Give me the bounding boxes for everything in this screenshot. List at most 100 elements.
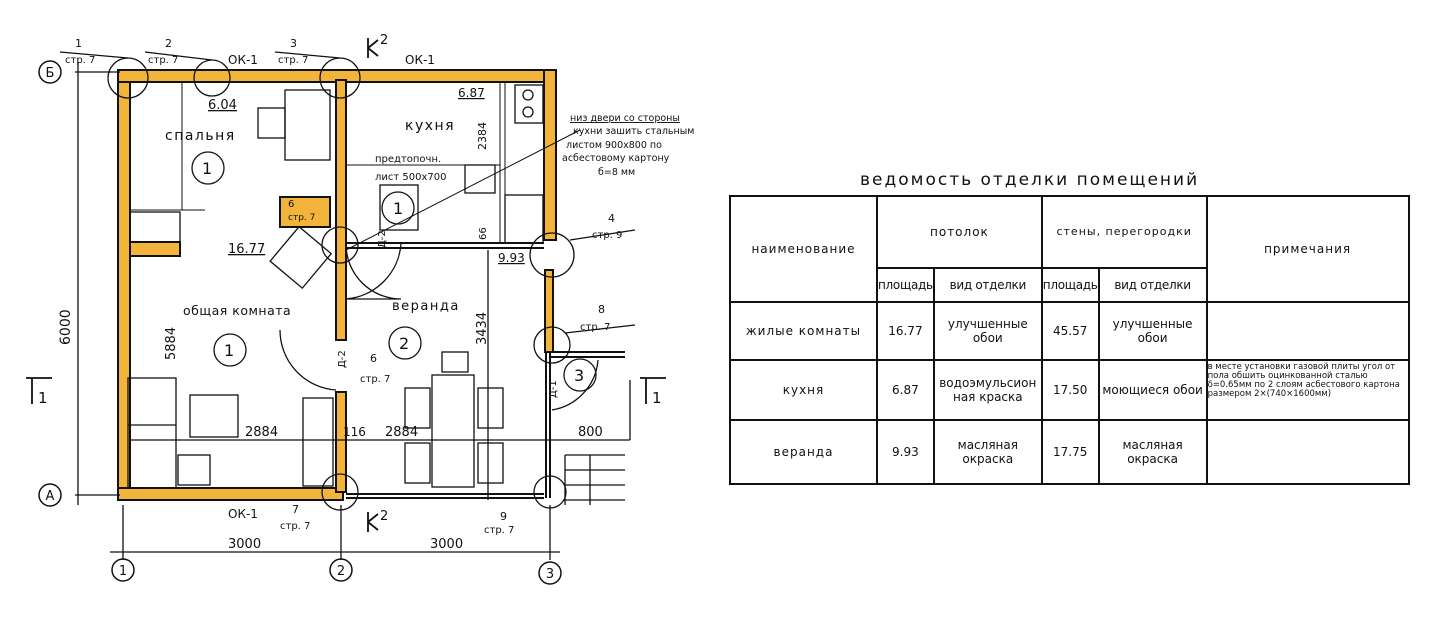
kitchen-table — [379, 184, 419, 231]
door-kitchen — [345, 243, 402, 300]
callout-6a-num: 6 — [288, 199, 294, 210]
callout-7-num: 7 — [292, 503, 299, 516]
table-row: веранда 9.93 масляная окраска 17.75 масл… — [729, 419, 1410, 485]
row-walls-finish: улучшенные обои — [1097, 301, 1208, 361]
header-ceiling-finish: вид отделки — [932, 267, 1043, 303]
callout-2-num: 2 — [165, 37, 172, 50]
stove-note-1: предтопочн. — [375, 154, 441, 165]
dim-common-height: 5884 — [164, 327, 179, 360]
callout-8-num: 8 — [598, 303, 605, 316]
room-number-kitchen: 1 — [393, 199, 403, 218]
header-walls-finish: вид отделки — [1097, 267, 1208, 303]
header-walls: стены, перегородки — [1040, 195, 1208, 269]
callout-9-ref: стр. 7 — [484, 525, 514, 536]
kitchen-note-2: кухни зашить стальным — [573, 126, 694, 137]
armchair — [269, 225, 333, 290]
wall-center — [335, 79, 347, 341]
wall-right-mid — [544, 269, 554, 353]
axis-label-2: 2 — [337, 564, 345, 579]
room-number-veranda: 2 — [399, 334, 409, 353]
dim-total-height: 6000 — [58, 309, 74, 345]
section-arrows — [26, 38, 666, 532]
row-ceiling-finish: водоэмульсион ная краска — [932, 359, 1043, 421]
grid-axes — [38, 60, 562, 585]
callout-9-num: 9 — [500, 510, 507, 523]
furniture — [127, 84, 625, 505]
dim-width-right: 2884 — [385, 425, 418, 440]
veranda-table — [431, 374, 475, 488]
row-name: веранда — [729, 419, 878, 485]
dim-right-span: 3000 — [430, 537, 463, 552]
room-area-veranda: 9.93 — [498, 251, 525, 265]
dim-kitchen-height: 2384 — [476, 122, 489, 150]
door-swings — [279, 129, 599, 411]
wall-right-upper — [543, 69, 557, 241]
stove-note-2: лист 500х700 — [375, 172, 446, 183]
row-walls-area: 17.50 — [1040, 359, 1100, 421]
row-name: кухня — [729, 359, 878, 421]
dim-partition: 116 — [343, 425, 366, 439]
dim-partition2: 66 — [478, 227, 489, 240]
door-label-3: Д-1 — [548, 380, 559, 398]
dim-width-left: 2884 — [245, 425, 278, 440]
row-name: жилые комнаты — [729, 301, 878, 361]
row-note — [1205, 301, 1410, 361]
section-mark-top: 2 — [380, 33, 388, 48]
axis-bubble-b — [38, 60, 62, 84]
row-walls-finish: масляная окраска — [1097, 419, 1208, 485]
callout-6b-ref: стр. 7 — [360, 374, 390, 385]
dimension-lines — [75, 62, 631, 560]
axis-label-3: 3 — [546, 567, 554, 582]
callout-4-num: 4 — [608, 212, 615, 225]
kitchen-note-4: асбестовому картону — [562, 153, 670, 164]
door-porch — [551, 359, 599, 411]
row-ceiling-area: 16.77 — [876, 301, 935, 361]
room-name-bedroom: спальня — [165, 128, 236, 144]
callout-circles — [59, 51, 636, 511]
row-walls-area: 45.57 — [1040, 301, 1100, 361]
row-ceiling-finish: масляная окраска — [932, 419, 1043, 485]
callout-6a-ref: стр. 7 — [288, 213, 315, 223]
callout-1-ref: стр. 7 — [65, 55, 95, 66]
callout-3-num: 3 — [290, 37, 297, 50]
table-title: ведомость отделки помещений — [860, 170, 1200, 190]
room-name-common: общая комната — [183, 303, 291, 318]
header-name: наименование — [729, 195, 878, 303]
kitchen-note-1: низ двери со стороны — [570, 113, 680, 124]
interior-lines — [130, 82, 625, 499]
wall-center-lower — [335, 391, 347, 493]
callout-4-ref: стр. 9 — [592, 230, 622, 241]
section-mark-left: 1 — [38, 389, 48, 407]
porch-stairs — [564, 454, 625, 505]
room-number-bedroom: 1 — [202, 159, 212, 178]
stove — [279, 196, 331, 228]
section-mark-right: 1 — [652, 389, 662, 407]
callout-8-ref: стр. 7 — [580, 322, 610, 333]
window-label-1: ОК-1 — [228, 53, 258, 67]
header-ceiling: потолок — [876, 195, 1043, 269]
door-label-2: Д-2 — [337, 350, 348, 368]
axis-label-1: 1 — [119, 564, 127, 579]
window-label-2: ОК-1 — [405, 53, 435, 67]
dim-left-span: 3000 — [228, 537, 261, 552]
axis-bubble-1 — [111, 558, 135, 582]
finish-schedule-table: наименование потолок стены, перегородки … — [729, 195, 1410, 485]
callout-6b-num: 6 — [370, 352, 377, 365]
row-walls-area: 17.75 — [1040, 419, 1100, 485]
dining-table-small — [189, 394, 239, 438]
room-name-veranda: веранда — [392, 299, 460, 314]
room-number-common: 1 — [224, 341, 234, 360]
table-row: жилые комнаты 16.77 улучшенные обои 45.5… — [729, 301, 1410, 361]
row-note — [1205, 419, 1410, 485]
exterior-walls — [117, 69, 557, 501]
row-ceiling-area: 6.87 — [876, 359, 935, 421]
axis-label-b: Б — [46, 66, 55, 81]
window-label-3: ОК-1 — [228, 507, 258, 521]
kitchen-note-5: б=8 мм — [598, 167, 635, 178]
callout-3-ref: стр. 7 — [278, 55, 308, 66]
header-walls-area: площадь — [1040, 267, 1100, 303]
header-ceiling-area: площадь — [876, 267, 935, 303]
row-walls-finish: моющиеся обои — [1097, 359, 1208, 421]
axis-bubble-2 — [329, 558, 353, 582]
